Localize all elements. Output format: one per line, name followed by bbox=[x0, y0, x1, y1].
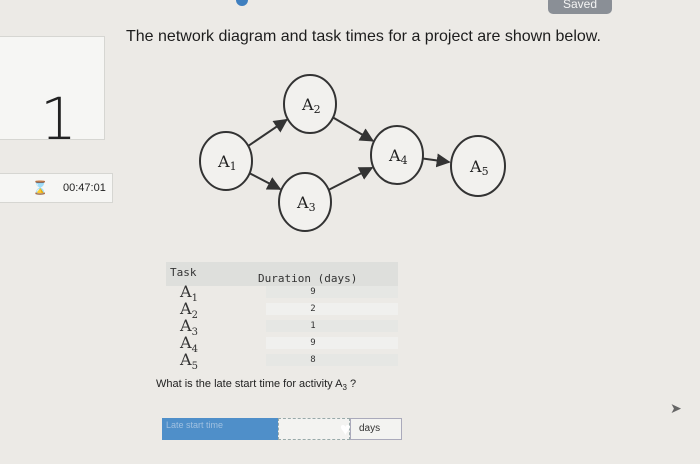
diagram-node-a4: A4 bbox=[370, 125, 424, 185]
table-row-stripe bbox=[266, 286, 398, 298]
table-row-stripe bbox=[266, 320, 398, 332]
timer-text: 00:47:01 bbox=[63, 182, 106, 194]
prompt-activity-sub: 3 bbox=[342, 383, 347, 393]
saved-badge: Saved bbox=[548, 0, 612, 14]
diagram-node-circle bbox=[283, 74, 337, 134]
diagram-edge-a1-a2 bbox=[246, 118, 288, 148]
diagram-edge-a3-a4 bbox=[327, 166, 374, 192]
question-number: 1 bbox=[40, 85, 77, 153]
table-cell-duration: 9 bbox=[310, 338, 316, 348]
status-dot-icon bbox=[236, 0, 248, 6]
diagram-node-a3: A3 bbox=[278, 172, 332, 232]
diagram-edge-a1-a3 bbox=[248, 172, 282, 190]
prompt-text: What is the late start time for activity bbox=[156, 378, 336, 390]
hourglass-icon: ⌛ bbox=[32, 180, 49, 195]
header-task: Task bbox=[170, 266, 197, 279]
table-cell-duration: 2 bbox=[310, 304, 316, 314]
prompt-activity: A bbox=[335, 378, 343, 390]
cursor-icon: ➤ bbox=[670, 400, 682, 416]
table-cell-task: A4 bbox=[180, 333, 198, 356]
diagram-edge-a2-a4 bbox=[331, 116, 375, 142]
diagram-node-a1: A1 bbox=[199, 131, 253, 191]
table-cell-duration: 9 bbox=[310, 287, 316, 297]
top-bar: Saved bbox=[0, 0, 700, 18]
question-title: The network diagram and task times for a… bbox=[126, 28, 601, 45]
diagram-node-circle bbox=[278, 172, 332, 232]
heart-icon: ♥ bbox=[340, 419, 351, 439]
table-cell-task: A3 bbox=[180, 316, 198, 339]
answer-label: Late start time bbox=[162, 418, 278, 440]
table-cell-duration: 8 bbox=[310, 355, 316, 365]
diagram-node-circle bbox=[370, 125, 424, 185]
diagram-edges bbox=[246, 116, 451, 192]
diagram-node-a5: A5 bbox=[450, 135, 506, 197]
answer-unit: days bbox=[350, 418, 402, 440]
answer-input[interactable] bbox=[278, 418, 350, 440]
question-number-card[interactable]: 1 bbox=[0, 36, 105, 149]
table-cell-task: A2 bbox=[180, 299, 198, 322]
table-row-stripe bbox=[266, 354, 398, 366]
prompt-end: ? bbox=[346, 378, 357, 390]
timer: ⌛ 00:47:01 bbox=[0, 173, 113, 203]
header-duration: Duration (days) bbox=[258, 272, 358, 285]
answer-row: Late start time ♥ days bbox=[162, 418, 404, 442]
table-cell-task: A1 bbox=[180, 282, 198, 305]
table-cell-duration: 1 bbox=[310, 321, 316, 331]
table-header: Task Duration (days) bbox=[166, 262, 398, 286]
diagram-node-a2: A2 bbox=[283, 74, 337, 134]
table-row-stripe bbox=[266, 337, 398, 349]
diagram-node-circle bbox=[199, 131, 253, 191]
diagram-node-circle bbox=[450, 135, 506, 197]
table-row-stripe bbox=[266, 303, 398, 315]
table-cell-task: A5 bbox=[180, 350, 198, 373]
question-prompt: What is the late start time for activity… bbox=[156, 378, 356, 392]
diagram-edge-a4-a5 bbox=[422, 153, 451, 168]
